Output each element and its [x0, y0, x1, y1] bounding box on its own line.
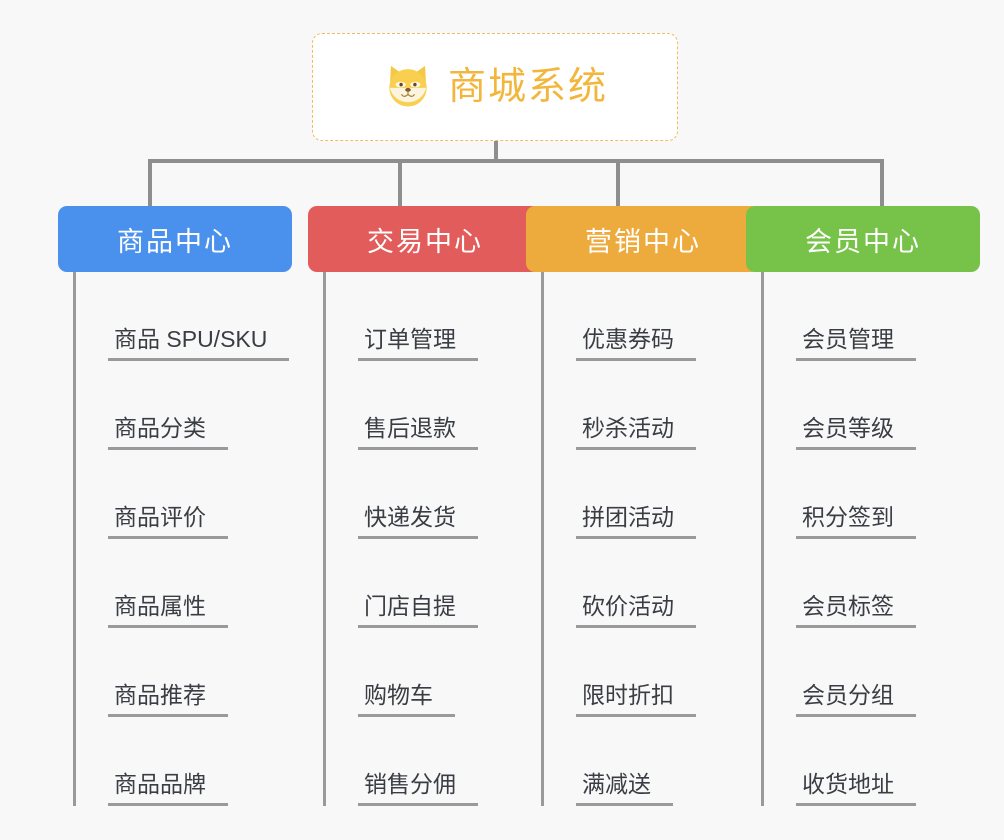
leaf-label: 积分签到: [796, 504, 916, 539]
leaf-list-member-center: 会员管理 会员等级 积分签到 会员标签 会员分组 收货地址: [761, 272, 980, 806]
list-item[interactable]: 秒杀活动: [544, 361, 760, 450]
list-item[interactable]: 会员等级: [764, 361, 980, 450]
leaf-list-product-center: 商品 SPU/SKU 商品分类 商品评价 商品属性 商品推荐 商品品牌: [73, 272, 292, 806]
list-item[interactable]: 门店自提: [326, 539, 542, 628]
leaf-label: 快递发货: [358, 504, 478, 539]
connector-drop-trade-center: [398, 159, 402, 208]
leaf-label: 售后退款: [358, 415, 478, 450]
leaf-label: 会员标签: [796, 593, 916, 628]
branch-header-product-center[interactable]: 商品中心: [58, 206, 292, 272]
connector-drop-marketing-center: [616, 159, 620, 208]
root-node[interactable]: 商城系统: [312, 33, 678, 141]
list-item[interactable]: 商品属性: [76, 539, 292, 628]
leaf-label: 会员管理: [796, 326, 916, 361]
leaf-label: 满减送: [576, 771, 673, 806]
list-item[interactable]: 砍价活动: [544, 539, 760, 628]
leaf-label: 销售分佣: [358, 771, 478, 806]
list-item[interactable]: 购物车: [326, 628, 542, 717]
leaf-label: 商品 SPU/SKU: [108, 326, 290, 361]
list-item[interactable]: 拼团活动: [544, 450, 760, 539]
list-item[interactable]: 会员分组: [764, 628, 980, 717]
leaf-label: 商品品牌: [108, 771, 228, 806]
list-item[interactable]: 商品评价: [76, 450, 292, 539]
list-item[interactable]: 商品推荐: [76, 628, 292, 717]
branch-header-trade-center[interactable]: 交易中心: [308, 206, 542, 272]
leaf-label: 商品属性: [108, 593, 228, 628]
list-item[interactable]: 订单管理: [326, 272, 542, 361]
list-item[interactable]: 限时折扣: [544, 628, 760, 717]
branch-header-marketing-center[interactable]: 营销中心: [526, 206, 760, 272]
list-item[interactable]: 会员管理: [764, 272, 980, 361]
leaf-label: 商品推荐: [108, 682, 228, 717]
list-item[interactable]: 商品品牌: [76, 717, 292, 806]
connector-bus: [148, 159, 884, 163]
list-item[interactable]: 商品分类: [76, 361, 292, 450]
branch-member-center: 会员中心 会员管理 会员等级 积分签到 会员标签 会员分组 收货地址: [746, 206, 980, 806]
list-item[interactable]: 销售分佣: [326, 717, 542, 806]
leaf-list-trade-center: 订单管理 售后退款 快递发货 门店自提 购物车 销售分佣: [323, 272, 542, 806]
leaf-label: 购物车: [358, 682, 455, 717]
list-item[interactable]: 满减送: [544, 717, 760, 806]
branch-trade-center: 交易中心 订单管理 售后退款 快递发货 门店自提 购物车 销售分佣: [308, 206, 542, 806]
list-item[interactable]: 优惠券码: [544, 272, 760, 361]
list-item[interactable]: 收货地址: [764, 717, 980, 806]
leaf-label: 砍价活动: [576, 593, 696, 628]
leaf-label: 订单管理: [358, 326, 478, 361]
connector-drop-member-center: [880, 159, 884, 208]
list-item[interactable]: 商品 SPU/SKU: [76, 272, 292, 361]
list-item[interactable]: 售后退款: [326, 361, 542, 450]
leaf-label: 拼团活动: [576, 504, 696, 539]
list-item[interactable]: 快递发货: [326, 450, 542, 539]
branch-marketing-center: 营销中心 优惠券码 秒杀活动 拼团活动 砍价活动 限时折扣 满减送: [526, 206, 760, 806]
leaf-list-marketing-center: 优惠券码 秒杀活动 拼团活动 砍价活动 限时折扣 满减送: [541, 272, 760, 806]
leaf-label: 限时折扣: [576, 682, 696, 717]
leaf-label: 商品分类: [108, 415, 228, 450]
connector-stem: [494, 141, 498, 162]
leaf-label: 门店自提: [358, 593, 478, 628]
leaf-label: 优惠券码: [576, 326, 696, 361]
dog-face-icon: [382, 61, 434, 113]
list-item[interactable]: 积分签到: [764, 450, 980, 539]
leaf-label: 商品评价: [108, 504, 228, 539]
connector-drop-product-center: [148, 159, 152, 208]
root-title: 商城系统: [447, 66, 608, 108]
list-item[interactable]: 会员标签: [764, 539, 980, 628]
leaf-label: 秒杀活动: [576, 415, 696, 450]
leaf-label: 会员分组: [796, 682, 916, 717]
leaf-label: 会员等级: [796, 415, 916, 450]
branch-product-center: 商品中心 商品 SPU/SKU 商品分类 商品评价 商品属性 商品推荐 商品品牌: [58, 206, 292, 806]
branch-header-member-center[interactable]: 会员中心: [746, 206, 980, 272]
leaf-label: 收货地址: [796, 771, 916, 806]
